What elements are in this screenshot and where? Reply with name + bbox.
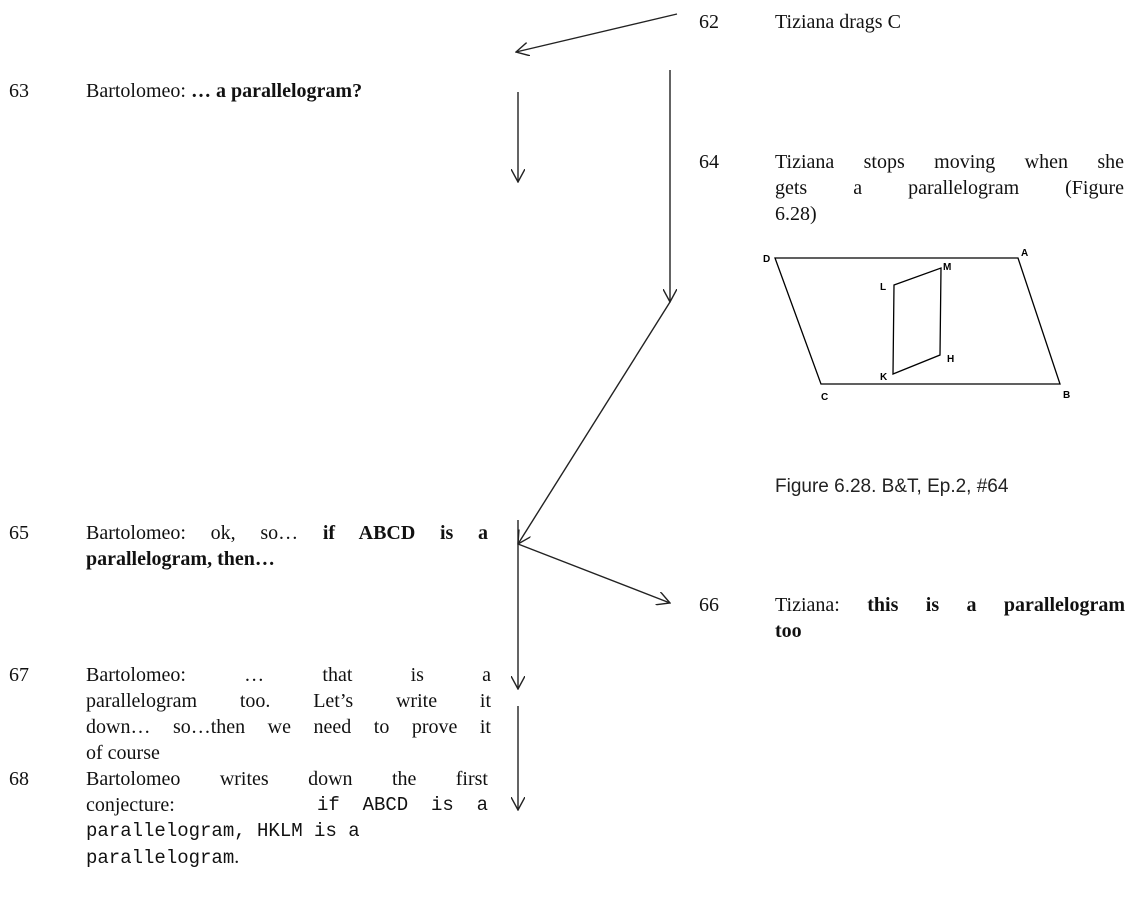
item-67-text: Bartolomeo: … that is a parallelogram to…: [86, 664, 491, 764]
vertex-label-h: H: [947, 354, 954, 365]
item-63-number: 63: [9, 80, 29, 102]
vertex-label-m: M: [943, 262, 951, 273]
arrow-62-63: [516, 13, 678, 52]
item-68-text: Bartolomeo writes down the first conject…: [86, 768, 488, 869]
item-64-text: Tiziana stops moving when she gets a par…: [775, 151, 1124, 225]
parallelogram-hklm: [892, 267, 942, 375]
vertex-label-d: D: [763, 254, 770, 265]
item-68-number: 68: [9, 768, 29, 790]
item-62-text: Tiziana drags C: [775, 11, 901, 33]
item-64-number: 64: [699, 151, 719, 173]
vertex-label-b: B: [1063, 390, 1070, 401]
item-65-number: 65: [9, 522, 29, 544]
vertex-label-l: L: [880, 282, 886, 293]
parallelogram-abcd: [774, 257, 1061, 385]
figure-caption: Figure 6.28. B&T, Ep.2, #64: [775, 476, 1009, 497]
vertex-label-k: K: [880, 372, 888, 383]
item-66-text: Tiziana: this is a parallelogram too: [775, 594, 1125, 642]
item-65-text: Bartolomeo: ok, so… if ABCD is a paralle…: [86, 522, 489, 570]
item-67-number: 67: [9, 664, 29, 686]
vertex-label-c: C: [821, 392, 828, 403]
item-66-number: 66: [699, 594, 719, 616]
item-62-number: 62: [699, 11, 719, 33]
arrow-65-66: [517, 543, 670, 603]
item-63-text: Bartolomeo: … a parallelogram?: [86, 80, 363, 102]
figure-6-28: D A B C L M K H: [763, 248, 1070, 403]
arrow-64-65: [518, 301, 671, 544]
vertex-label-a: A: [1021, 248, 1028, 259]
